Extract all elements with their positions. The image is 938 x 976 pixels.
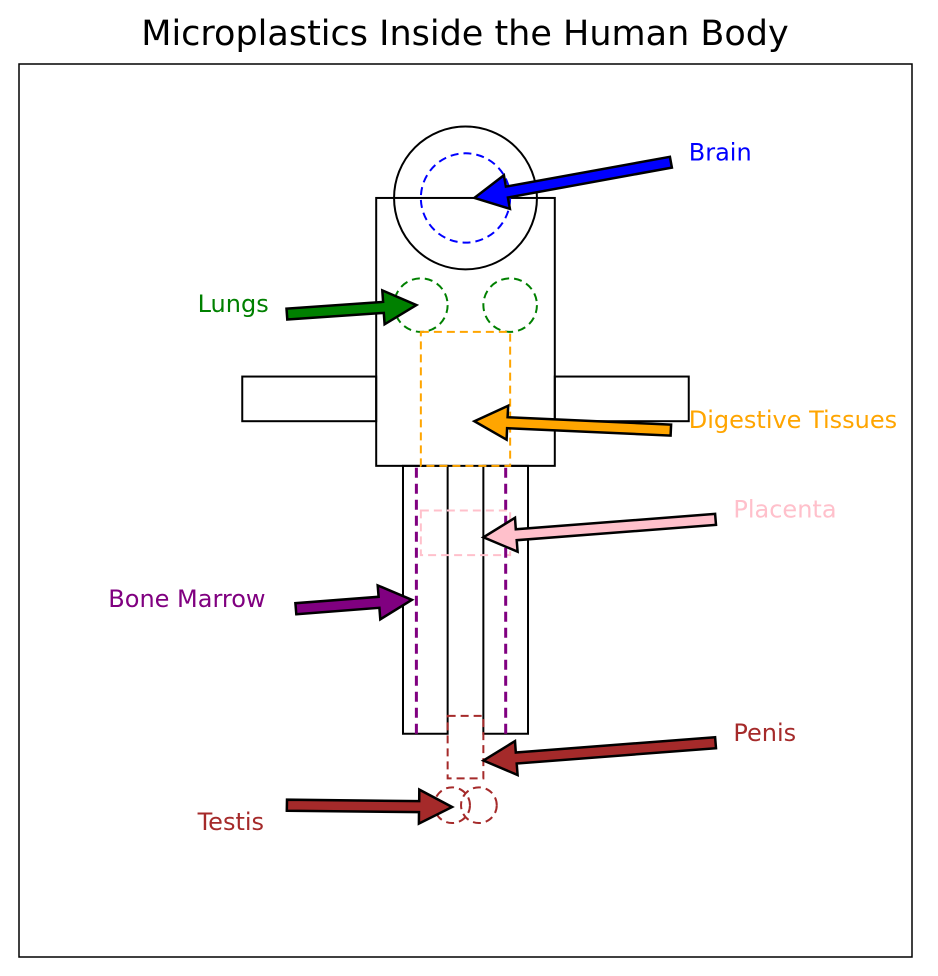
organ-digestive-tissues (419, 330, 512, 467)
label-brain: Brain (689, 138, 752, 166)
organ-region-testis (460, 786, 498, 825)
body-right-arm (553, 375, 690, 423)
arrow-testis (285, 787, 455, 826)
organ-penis (446, 714, 485, 780)
axes-frame (18, 63, 913, 958)
arrow-brain (471, 155, 674, 211)
body-left-arm (241, 375, 378, 423)
arrow-bone-marrow (294, 583, 415, 622)
organ-regions (393, 152, 538, 825)
organ-region-digestive-tissues (419, 330, 512, 467)
organ-region-lungs (482, 277, 538, 333)
label-placenta: Placenta (733, 496, 836, 524)
label-lungs: Lungs (198, 290, 269, 318)
organ-arrows (285, 155, 718, 826)
label-bone-marrow: Bone Marrow (108, 585, 265, 613)
arrow-penis (480, 735, 718, 777)
arrow-placenta (480, 512, 718, 554)
organ-region-penis (446, 714, 485, 780)
arrow-digestive-tissues (471, 403, 673, 442)
label-penis: Penis (733, 719, 796, 747)
label-testis: Testis (197, 808, 264, 836)
label-digestive-tissues: Digestive Tissues (689, 406, 897, 434)
organ-bone-marrow (414, 465, 508, 734)
chart-title: Microplastics Inside the Human Body (141, 14, 789, 54)
arrow-lungs (285, 288, 420, 327)
